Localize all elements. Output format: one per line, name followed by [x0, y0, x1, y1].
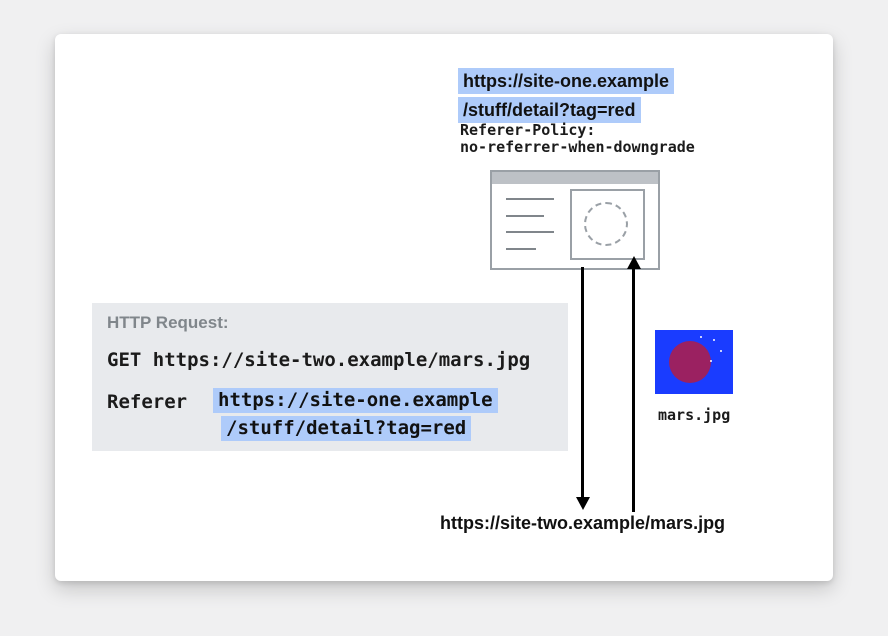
mars-image	[655, 330, 733, 394]
star-dot	[713, 339, 715, 341]
arrowhead-up-icon	[627, 256, 641, 269]
site-one-url-highlight: https://site-one.example /stuff/detail?t…	[458, 68, 675, 126]
referer-value-line2: /stuff/detail?tag=red	[221, 416, 472, 441]
http-get-line: GET https://site-two.example/mars.jpg	[107, 349, 531, 371]
diagram-card: https://site-one.example /stuff/detail?t…	[55, 34, 833, 581]
site-one-url-line2: /stuff/detail?tag=red	[458, 97, 641, 123]
mars-image-label: mars.jpg	[658, 406, 731, 424]
browser-text-line	[506, 248, 536, 250]
arrow-shaft	[581, 267, 584, 497]
arrowhead-down-icon	[576, 497, 590, 510]
referer-policy-label: Referer-Policy: no-referrer-when-downgra…	[460, 122, 695, 156]
browser-image-placeholder	[570, 189, 645, 260]
http-request-title: HTTP Request:	[107, 313, 229, 332]
star-dot	[700, 336, 702, 338]
referer-value-line1: https://site-one.example	[213, 388, 498, 413]
arrow-shaft	[632, 267, 635, 512]
star-dot	[710, 360, 712, 362]
site-one-url-line1: https://site-one.example	[458, 68, 675, 94]
referer-policy-line1: Referer-Policy:	[460, 121, 596, 139]
referer-label: Referer	[107, 391, 188, 413]
referer-policy-line2: no-referrer-when-downgrade	[460, 138, 695, 156]
star-dot	[720, 350, 722, 352]
browser-titlebar	[492, 172, 658, 184]
referer-value-highlight: https://site-one.example /stuff/detail?t…	[213, 388, 498, 444]
browser-text-line	[506, 231, 554, 233]
browser-text-line	[506, 198, 554, 200]
request-arrow-down	[575, 267, 591, 510]
http-request-box: HTTP Request: GET https://site-two.examp…	[92, 303, 568, 451]
site-two-url-label: https://site-two.example/mars.jpg	[440, 513, 726, 533]
response-arrow-up	[626, 256, 642, 512]
browser-text-line	[506, 215, 544, 217]
dashed-circle-icon	[584, 202, 628, 246]
mars-planet-circle	[669, 341, 711, 383]
browser-window	[490, 170, 660, 270]
